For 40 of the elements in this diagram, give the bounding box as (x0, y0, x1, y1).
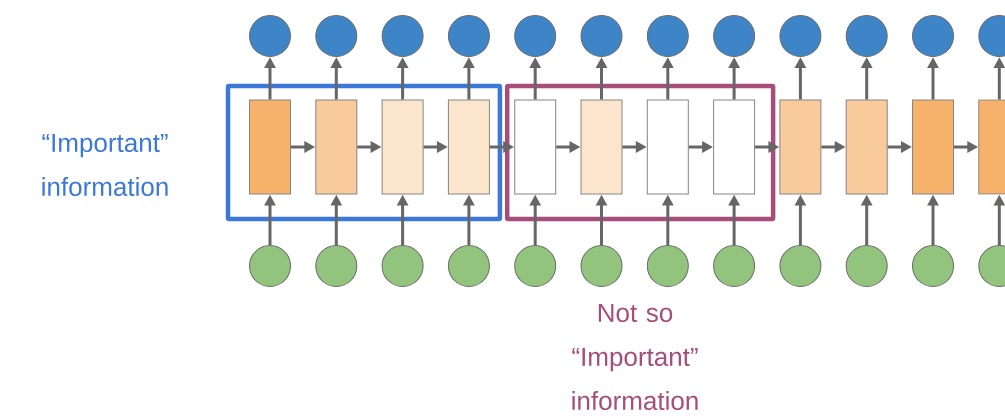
cell-box (845, 99, 888, 195)
cell-box (646, 99, 689, 195)
group-frame (504, 83, 776, 222)
output-circle (978, 15, 1005, 57)
output-circle (514, 15, 557, 57)
output-circle (646, 15, 689, 57)
input-circle (779, 245, 822, 287)
input-circle (249, 245, 291, 287)
output-circle (249, 15, 291, 57)
output-circle (912, 15, 954, 57)
input-circle (912, 245, 954, 287)
output-circle (580, 15, 623, 57)
input-circle (978, 245, 1005, 287)
cell-box (779, 99, 822, 195)
cell-box (315, 99, 358, 195)
input-circle (845, 245, 888, 287)
output-circle (447, 15, 490, 57)
cell-box (514, 99, 557, 195)
cell-box (912, 99, 954, 195)
output-circle (381, 15, 424, 57)
cell-box (713, 99, 756, 195)
output-circle (845, 15, 888, 57)
cell-box (580, 99, 623, 195)
input-circle (381, 245, 424, 287)
input-circle (447, 245, 490, 287)
cell-box (249, 99, 291, 195)
input-circle (514, 245, 557, 287)
cell-box (978, 99, 1005, 195)
group-frame (225, 83, 503, 222)
cell-box (381, 99, 424, 195)
group-label: “Important” information (42, 133, 168, 197)
input-circle (713, 245, 756, 287)
cell-box (447, 99, 490, 195)
group-label: Not so “Important” information (572, 303, 698, 411)
output-circle (315, 15, 358, 57)
input-circle (315, 245, 358, 287)
output-circle (779, 15, 822, 57)
output-circle (713, 15, 756, 57)
input-circle (580, 245, 623, 287)
input-circle (646, 245, 689, 287)
